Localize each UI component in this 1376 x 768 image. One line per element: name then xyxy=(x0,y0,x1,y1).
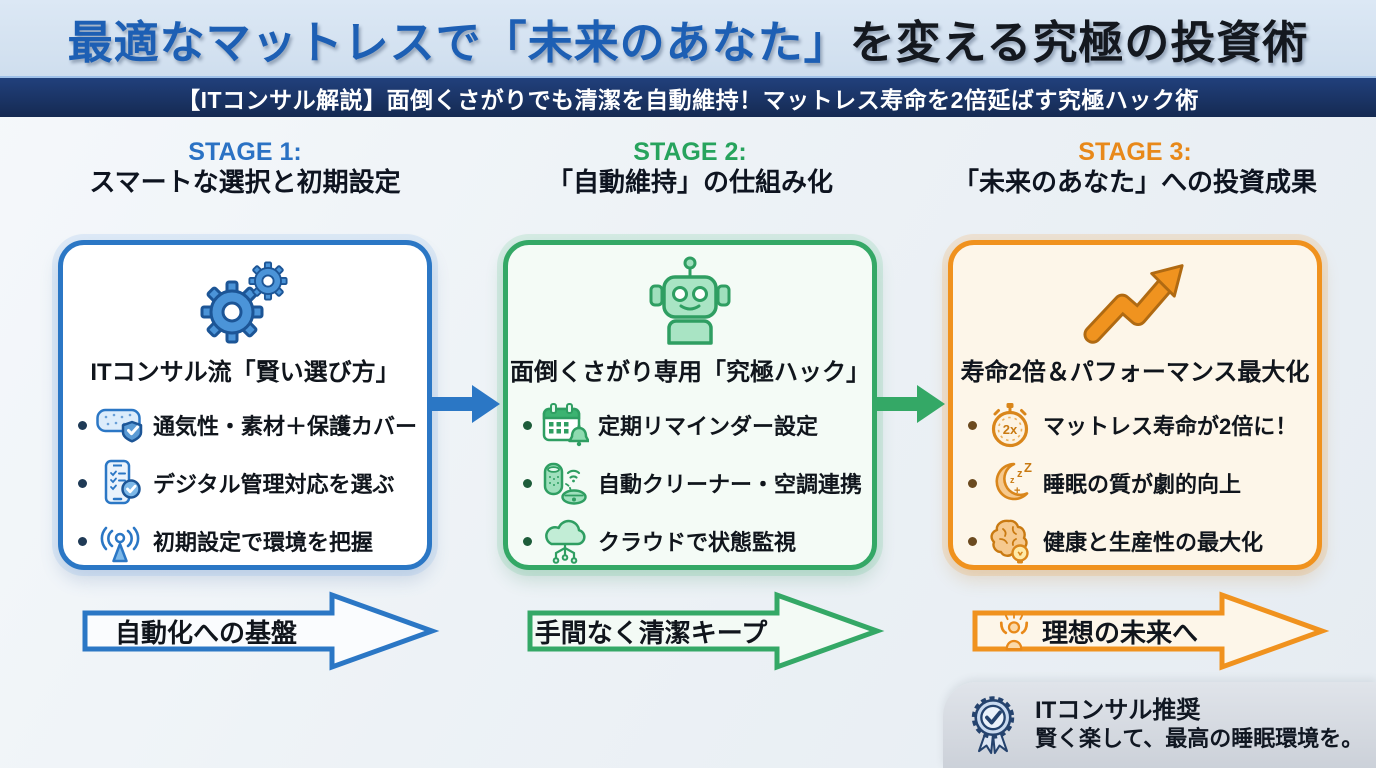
stage3-card-title: 寿命2倍＆パフォーマンス最大化 xyxy=(960,359,1310,386)
stage1-banner-arrow: 自動化への基盤 xyxy=(80,589,440,673)
stage2-header: STAGE 2: 「自動維持」の仕組み化 xyxy=(503,138,877,198)
phone-checklist-icon xyxy=(96,459,144,507)
stage2-card-title: 面倒くさがり専用「究極ハック」 xyxy=(510,359,870,386)
svg-text:z: z xyxy=(1010,475,1015,485)
stage3-banner-arrow: 理想の未来へ xyxy=(970,589,1330,673)
list-item: クラウドで状態監視 xyxy=(520,517,862,565)
bullet-dot xyxy=(523,420,532,430)
bullet-dot xyxy=(78,536,87,546)
bullet-dot xyxy=(78,420,87,430)
stage2-banner-arrow: 手間なく清潔キープ xyxy=(525,589,885,673)
rosette-check-icon xyxy=(965,692,1021,758)
list-item: 健康と生産性の最大化 xyxy=(965,517,1307,565)
brain-bulb-icon xyxy=(986,517,1034,565)
bullet-text: 定期リマインダー設定 xyxy=(598,414,819,439)
connector-arrow-1 xyxy=(428,381,502,432)
gears-icon xyxy=(196,253,294,348)
bullet-text: 健康と生産性の最大化 xyxy=(1043,530,1264,555)
stage3-heading: 「未来のあなた」への投資成果 xyxy=(952,167,1317,197)
connector-arrow-2 xyxy=(873,381,947,432)
bullet-text: デジタル管理対応を選ぶ xyxy=(153,472,395,497)
cheering-person-icon xyxy=(994,611,1034,651)
stage1-header: STAGE 1: スマートな選択と初期設定 xyxy=(58,138,432,198)
stage3-banner-label: 理想の未来へ xyxy=(970,611,1222,651)
bullet-dot xyxy=(968,420,977,430)
bullet-text: 睡眠の質が劇的向上 xyxy=(1043,472,1242,497)
speaker-vacuum-icon xyxy=(541,459,589,507)
page-title: 最適なマットレスで「未来のあなた」を変える究極の投資術 xyxy=(68,6,1309,71)
stage3-header: STAGE 3: 「未来のあなた」への投資成果 xyxy=(948,138,1322,198)
list-item: 初期設定で環境を把握 xyxy=(75,517,417,565)
stage3-banner-text: 理想の未来へ xyxy=(1041,617,1198,648)
stage2-card: 面倒くさがり専用「究極ハック」 xyxy=(503,240,877,570)
bullet-text: クラウドで状態監視 xyxy=(598,530,797,555)
bullet-dot xyxy=(523,536,532,546)
bullet-dot xyxy=(78,478,87,488)
mattress-shield-icon xyxy=(96,401,144,449)
stage1-banner-label: 自動化への基盤 xyxy=(114,617,297,648)
list-item: 自動クリーナー・空調連携 xyxy=(520,459,862,507)
page-title-highlight: 最適なマットレスで「未来のあなた」 xyxy=(67,16,850,68)
growth-arrow-icon xyxy=(1081,253,1189,348)
svg-text:+: + xyxy=(1014,485,1020,497)
subtitle-bar: 【ITコンサル解説】面倒くさがりでも清潔を自動維持！マットレス寿命を2倍延ばす究… xyxy=(0,76,1376,117)
stage2-heading: 「自動維持」の仕組み化 xyxy=(546,167,833,197)
stage1-card: ITコンサル流「賢い選び方」 通気性・素材＋保護カバー xyxy=(58,240,432,570)
svg-text:2x: 2x xyxy=(1003,422,1018,437)
stage2-label: STAGE 2: xyxy=(633,138,747,166)
svg-text:Z: Z xyxy=(1024,460,1032,475)
recommendation-badge: ITコンサル推奨 賢く楽して、最高の睡眠環境を。 xyxy=(943,682,1376,768)
stage1-label: STAGE 1: xyxy=(188,138,302,166)
stage3-label: STAGE 3: xyxy=(1078,138,1192,166)
badge-tagline: 賢く楽して、最高の睡眠環境を。 xyxy=(1035,726,1364,751)
badge-title: ITコンサル推奨 xyxy=(1035,697,1201,724)
robot-icon xyxy=(640,253,740,348)
antenna-signal-icon xyxy=(96,517,144,565)
stage1-heading: スマートな選択と初期設定 xyxy=(89,167,401,197)
page-subtitle: 【ITコンサル解説】面倒くさがりでも清潔を自動維持！マットレス寿命を2倍延ばす究… xyxy=(177,86,1199,113)
moon-zzz-icon: z z Z + xyxy=(986,459,1034,507)
stage2-banner-label: 手間なく清潔キープ xyxy=(534,617,768,648)
stage1-card-title: ITコンサル流「賢い選び方」 xyxy=(90,359,400,386)
list-item: デジタル管理対応を選ぶ xyxy=(75,459,417,507)
svg-text:z: z xyxy=(1017,468,1023,480)
list-item: z z Z + 睡眠の質が劇的向上 xyxy=(965,459,1307,507)
bullet-dot xyxy=(968,536,977,546)
list-item: 2x マットレス寿命が2倍に！ xyxy=(965,401,1307,449)
list-item: 通気性・素材＋保護カバー xyxy=(75,401,417,449)
stopwatch-2x-icon: 2x xyxy=(986,401,1034,449)
list-item: 定期リマインダー設定 xyxy=(520,401,862,449)
bullet-dot xyxy=(523,478,532,488)
calendar-bell-icon xyxy=(541,401,589,449)
cloud-network-icon xyxy=(541,517,589,565)
bullet-text: 通気性・素材＋保護カバー xyxy=(153,414,418,439)
bullet-dot xyxy=(968,478,977,488)
bullet-text: 初期設定で環境を把握 xyxy=(153,530,374,555)
bullet-text: マットレス寿命が2倍に！ xyxy=(1043,414,1298,439)
bullet-text: 自動クリーナー・空調連携 xyxy=(598,472,863,497)
stage3-card: 寿命2倍＆パフォーマンス最大化 2x マットレス寿命が2倍に！ xyxy=(948,240,1322,570)
page-title-rest: を変える究極の投資術 xyxy=(849,16,1309,68)
title-band: 最適なマットレスで「未来のあなた」を変える究極の投資術 xyxy=(0,0,1376,76)
